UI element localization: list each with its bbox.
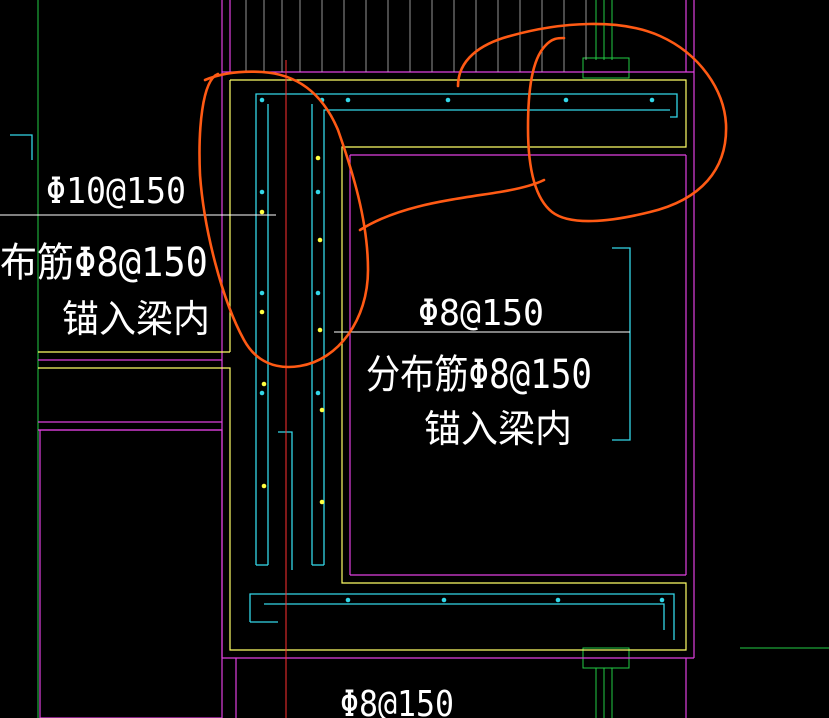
bottom-main-label: Φ8@150 (340, 684, 454, 718)
grid-lines (37, 0, 829, 718)
right-dist-label: 分布筋Φ8@150 (366, 352, 592, 398)
rebar-dots-cyan (259, 97, 665, 603)
markup-left-loop (198, 70, 370, 369)
right-anchor-label: 锚入梁内 (424, 407, 572, 451)
markup-right-loop (456, 22, 728, 223)
leader-lines (0, 214, 630, 333)
left-main-label: Φ10@150 (46, 171, 186, 212)
markup-annotations (198, 22, 728, 369)
top-hatch (245, 0, 587, 72)
right-main-label: Φ8@150 (418, 293, 544, 334)
left-dist-label: 布筋Φ8@150 (0, 240, 208, 286)
rebar-dots-yellow (259, 155, 325, 505)
markup-arrow-stroke (358, 178, 546, 232)
rebar-lines (10, 93, 678, 640)
wall-outlines (38, 0, 695, 718)
left-anchor-label: 锚入梁内 (62, 297, 210, 341)
